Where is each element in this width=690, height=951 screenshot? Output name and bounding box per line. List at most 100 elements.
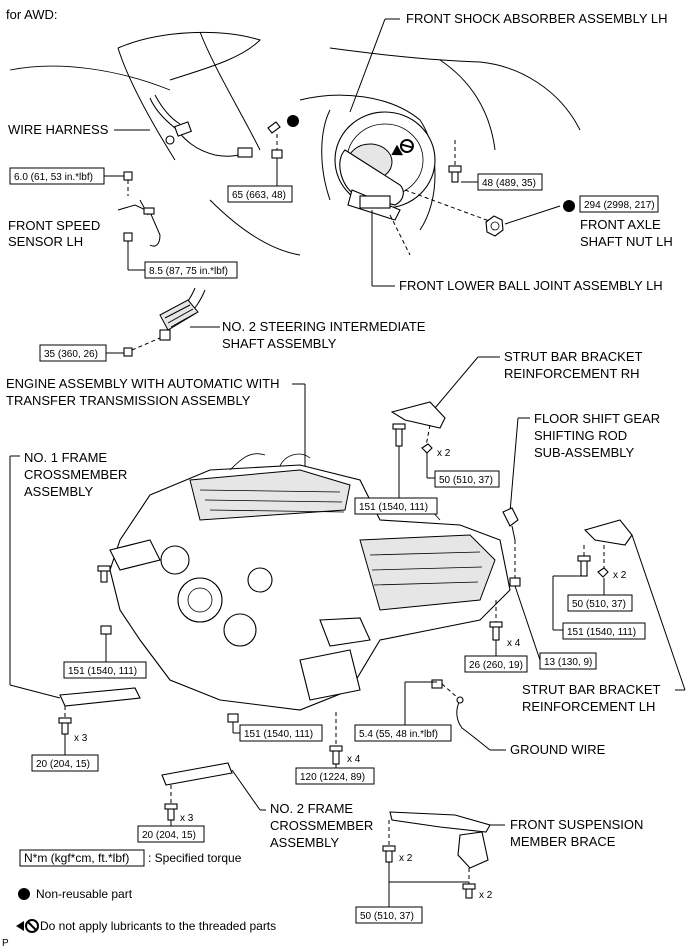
torque-13: 13 (130, 9) [544, 657, 592, 668]
label-front-axle-2: SHAFT NUT LH [580, 234, 673, 249]
leader-shock [349, 18, 386, 113]
label-engine-2: TRANSFER TRANSMISSION ASSEMBLY [6, 393, 251, 408]
torque-box-50-rh [434, 470, 500, 488]
torque-box-50-lh [567, 594, 633, 612]
bolt-26 [489, 621, 503, 641]
bolt-65 [267, 121, 283, 159]
torque-151-mid: 151 (1540, 111) [244, 729, 313, 740]
footer-mark: P [2, 938, 9, 949]
dashed-guide [441, 683, 459, 699]
label-frame-no1-3: ASSEMBLY [24, 484, 93, 499]
steering-shaft-part [159, 287, 206, 341]
front-suspension-brace-part [382, 811, 491, 899]
leader-floor-shift [509, 417, 519, 513]
bolt-48 [448, 165, 462, 183]
torque-294: 294 (2998, 217) [584, 200, 655, 211]
diagram-title: for AWD: [6, 7, 58, 22]
label-frame-no1-1: NO. 1 FRAME [24, 450, 107, 465]
label-strut-lh-1: STRUT BAR BRACKET [522, 682, 661, 697]
dashed-guide [425, 424, 431, 447]
torque-box-120 [295, 767, 375, 785]
mult-x4-a: x 4 [507, 638, 521, 649]
bolt-151-mid [227, 713, 239, 723]
filled-circle-icon [18, 888, 30, 900]
torque-box-151-lh [562, 622, 646, 640]
legend-torque-box [19, 849, 145, 867]
legend-no-lubricant: Do not apply lubricants to the threaded … [40, 919, 276, 933]
torque-20-a: 20 (204, 15) [36, 759, 90, 770]
label-strut-lh-2: REINFORCEMENT LH [522, 699, 655, 714]
filled-circle-icon [563, 200, 575, 212]
mult-x3-a: x 3 [74, 733, 88, 744]
label-wire-harness: WIRE HARNESS [8, 122, 109, 137]
legend-torque-desc: : Specified torque [148, 851, 242, 865]
label-floor-shift-1: FLOOR SHIFT GEAR [534, 411, 660, 426]
wire-harness-part [149, 94, 253, 158]
front-speed-sensor-part [117, 171, 161, 247]
torque-20-b: 20 (204, 15) [142, 830, 196, 841]
torque-box-151-rh [354, 497, 438, 515]
torque-box-151-mid [239, 724, 323, 742]
torque-box-50-brace [355, 906, 423, 924]
label-strut-rh-2: REINFORCEMENT RH [504, 366, 640, 381]
torque-120: 120 (1224, 89) [300, 772, 365, 783]
torque-50-rh: 50 (510, 37) [439, 475, 493, 486]
torque-8-5: 8.5 (87, 75 in.*lbf) [149, 266, 228, 277]
label-ground-wire: GROUND WIRE [510, 742, 606, 757]
torque-6-0: 6.0 (61, 53 in.*lbf) [14, 172, 93, 183]
torque-box-151-frame [63, 661, 147, 679]
label-brace-1: FRONT SUSPENSION [510, 817, 643, 832]
torque-50-lh: 50 (510, 37) [572, 599, 626, 610]
torque-box-8-5 [144, 261, 238, 279]
torque-65: 65 (663, 48) [232, 190, 286, 201]
mult-x4-b: x 4 [347, 754, 361, 765]
torque-35: 35 (360, 26) [44, 349, 98, 360]
leader-axle-nut [504, 205, 561, 225]
leader-strut-lh [631, 534, 686, 691]
leader-strut-rh [434, 356, 479, 409]
dashed-guide [131, 337, 161, 351]
torque-box-26 [464, 655, 528, 673]
label-frame-no2-1: NO. 2 FRAME [270, 801, 353, 816]
engine-assembly-part [109, 453, 511, 711]
torque-box-20-b [137, 825, 205, 843]
torque-26: 26 (260, 19) [469, 660, 523, 671]
label-steering-2: SHAFT ASSEMBLY [222, 336, 337, 351]
label-front-speed-2: SENSOR LH [8, 234, 83, 249]
front-hub-knuckle [321, 109, 436, 221]
dashed-guide [389, 214, 411, 256]
vehicle-body-outline [9, 31, 581, 256]
label-front-axle-1: FRONT AXLE [580, 217, 661, 232]
label-engine-1: ENGINE ASSEMBLY WITH AUTOMATIC WITH [6, 376, 280, 391]
no-lubricant-icon [16, 919, 39, 933]
leader-frame-no2 [231, 769, 261, 811]
front-axle-nut [485, 215, 504, 237]
mult-x2-lh: x 2 [613, 570, 627, 581]
torque-48: 48 (489, 35) [482, 178, 536, 189]
torque-151-rh: 151 (1540, 111) [359, 502, 428, 513]
legend-nonreusable: Non-reusable part [36, 887, 133, 901]
label-front-speed-1: FRONT SPEED [8, 218, 100, 233]
label-floor-shift-3: SUB-ASSEMBLY [534, 445, 635, 460]
ground-wire-part [431, 679, 481, 743]
leader-frame-no1 [9, 684, 61, 699]
torque-box-294 [579, 195, 659, 213]
label-frame-no2-2: CROSSMEMBER [270, 818, 373, 833]
bolt-35 [123, 347, 133, 357]
mult-x2-brace-b: x 2 [479, 890, 493, 901]
legend-torque-unit: N*m (kgf*cm, ft.*lbf) [24, 851, 129, 865]
torque-box-13 [539, 652, 597, 670]
dashed-guide [404, 189, 493, 223]
label-frame-no1-2: CROSSMEMBER [24, 467, 127, 482]
leader-13 [514, 585, 541, 661]
mult-x2-rh: x 2 [437, 448, 451, 459]
mult-x3-b: x 3 [180, 813, 194, 824]
leader-ground [479, 741, 491, 751]
frame-crossmember-no2 [161, 762, 233, 821]
strut-bar-bracket-lh [577, 519, 633, 578]
label-front-lower-ball: FRONT LOWER BALL JOINT ASSEMBLY LH [399, 278, 663, 293]
label-front-shock: FRONT SHOCK ABSORBER ASSEMBLY LH [406, 11, 668, 26]
bolt-120 [329, 745, 343, 765]
torque-151-frame: 151 (1540, 111) [68, 666, 137, 677]
